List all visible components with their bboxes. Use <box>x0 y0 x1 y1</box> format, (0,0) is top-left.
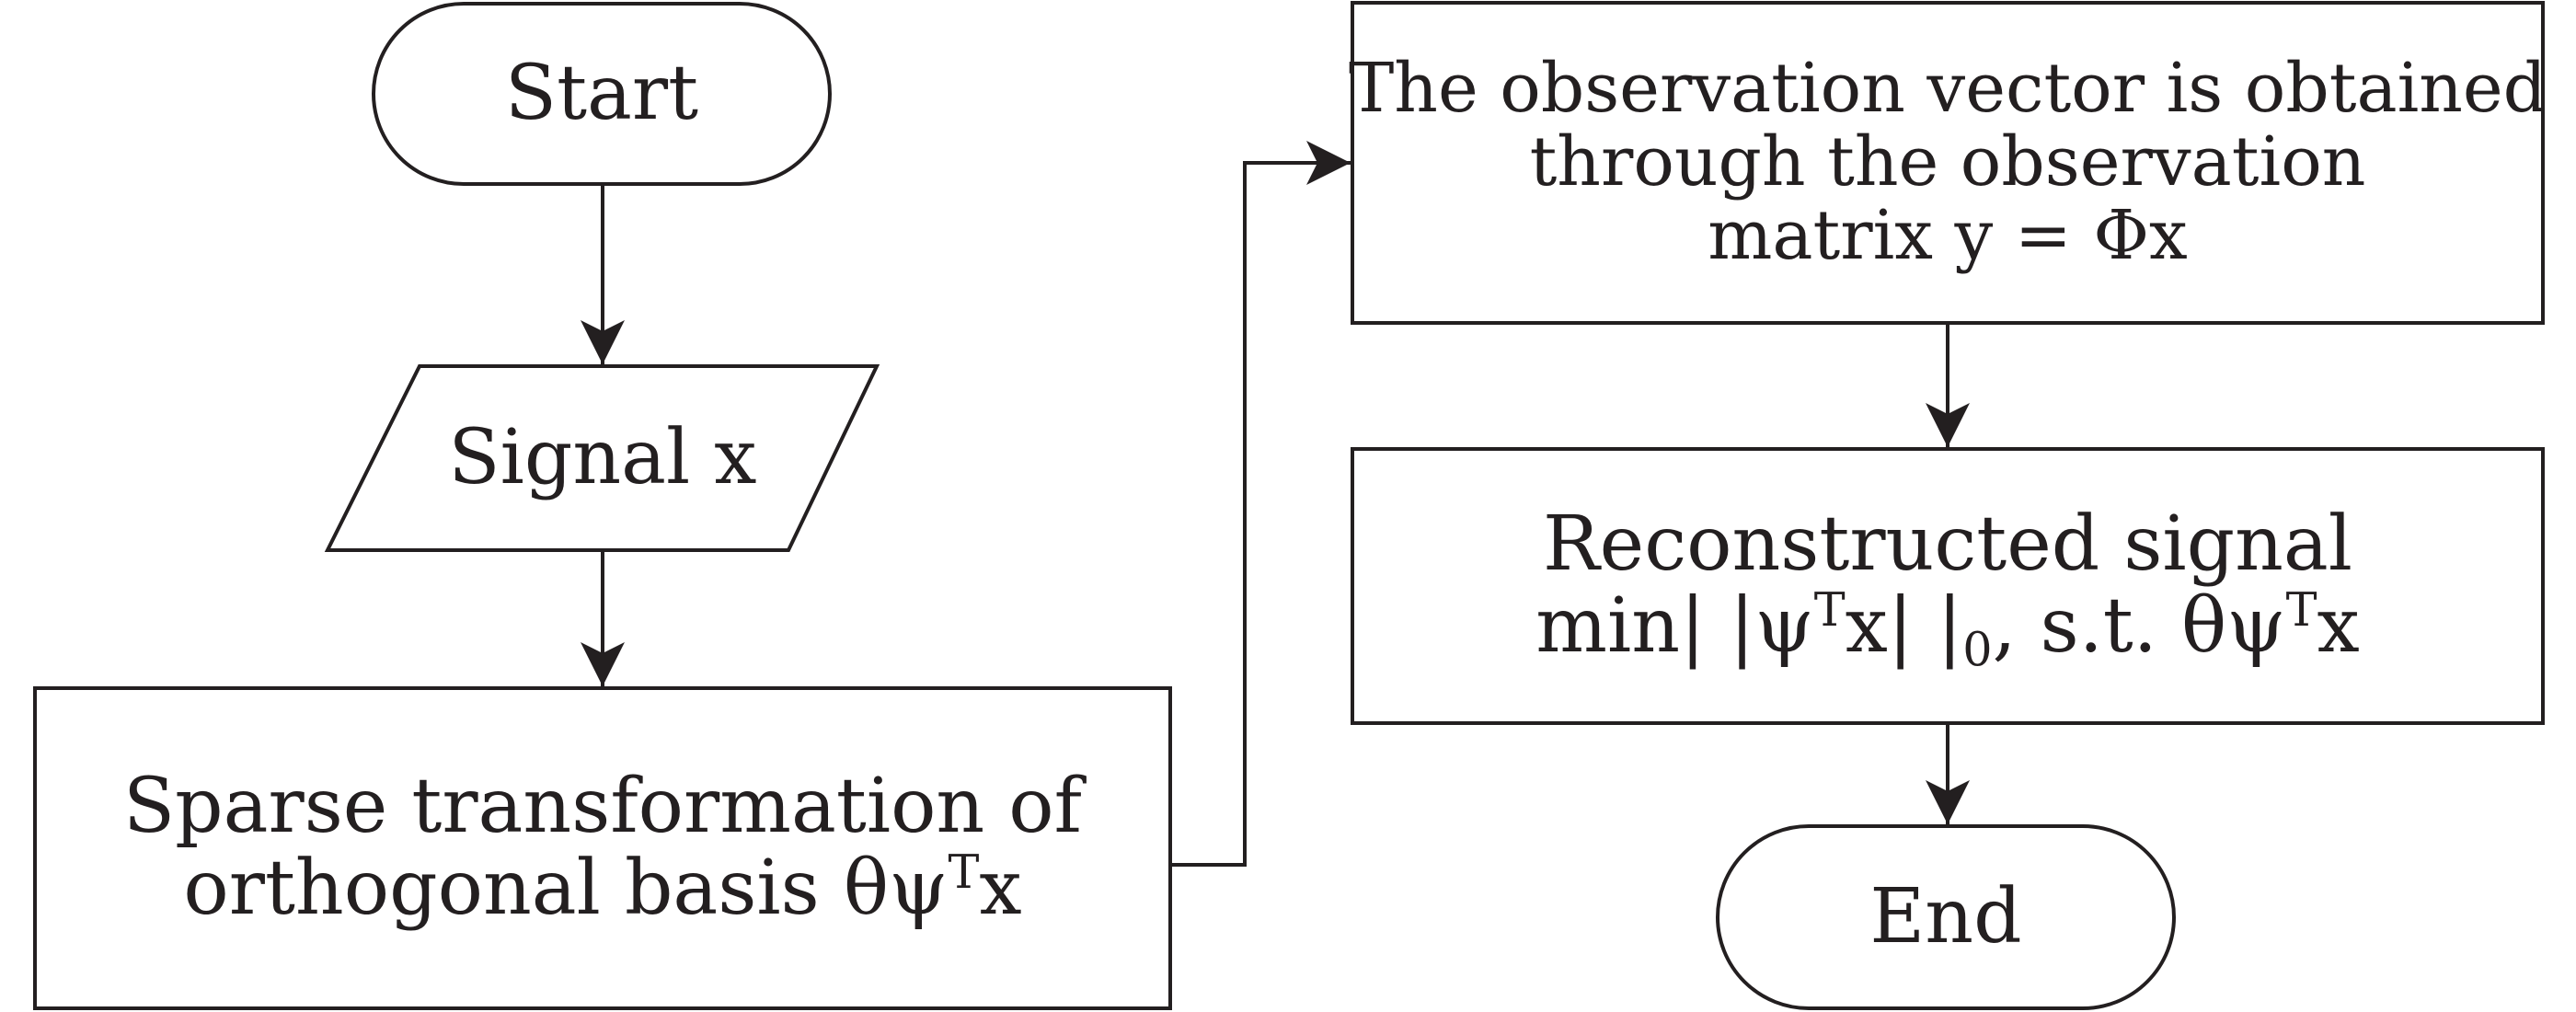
observation-line-2: through the observation <box>1529 122 2366 202</box>
arrow-sparse-to-observation <box>1170 141 1351 867</box>
sparse-transpose-superscript: T <box>948 845 980 900</box>
sparse-line-1: Sparse transformation of <box>122 763 1083 851</box>
observation-line-1: The observation vector is obtained <box>1348 49 2547 129</box>
reconstruct-x: x <box>2317 582 2360 670</box>
sparse-line-2-prefix: orthogonal basis θψ <box>183 845 949 932</box>
signal-text: Signal x <box>448 413 757 501</box>
reconstruct-line-1: Reconstructed signal <box>1542 500 2353 589</box>
sparse-transform-box <box>33 686 1172 1010</box>
signal-label: Signal x <box>350 366 856 550</box>
reconstruct-constraint: , s.t. θψ <box>1992 582 2286 670</box>
reconstruct-norm-close: x| | <box>1845 582 1963 670</box>
end-label: End <box>1718 826 2174 1008</box>
reconstruct-transpose-superscript-2: T <box>2285 582 2317 638</box>
observation-box <box>1351 1 2545 325</box>
observation-line-3: matrix y = Φx <box>1708 195 2188 275</box>
start-label: Start <box>374 4 830 184</box>
end-text: End <box>1869 872 2022 960</box>
reconstruct-zero-subscript: 0 <box>1962 622 1993 677</box>
sparse-label: Sparse transformation of orthogonal basi… <box>35 688 1170 1008</box>
end-terminal <box>1716 824 2176 1010</box>
reconstruct-min-norm: min| |ψ <box>1535 582 1814 670</box>
signal-io-parallelogram <box>324 364 880 552</box>
sparse-line-2-suffix: x <box>979 845 1022 932</box>
start-text: Start <box>504 49 699 137</box>
reconstruct-transpose-superscript-1: T <box>1813 582 1846 638</box>
sparse-line-2: orthogonal basis θψTx <box>183 845 1022 932</box>
reconstruct-box <box>1351 447 2545 725</box>
reconstruct-line-2: min| |ψTx| |0, s.t. θψTx <box>1535 585 2359 673</box>
observation-label: The observation vector is obtained throu… <box>1349 3 2547 323</box>
reconstruct-label: Reconstructed signal min| |ψTx| |0, s.t.… <box>1352 449 2543 723</box>
